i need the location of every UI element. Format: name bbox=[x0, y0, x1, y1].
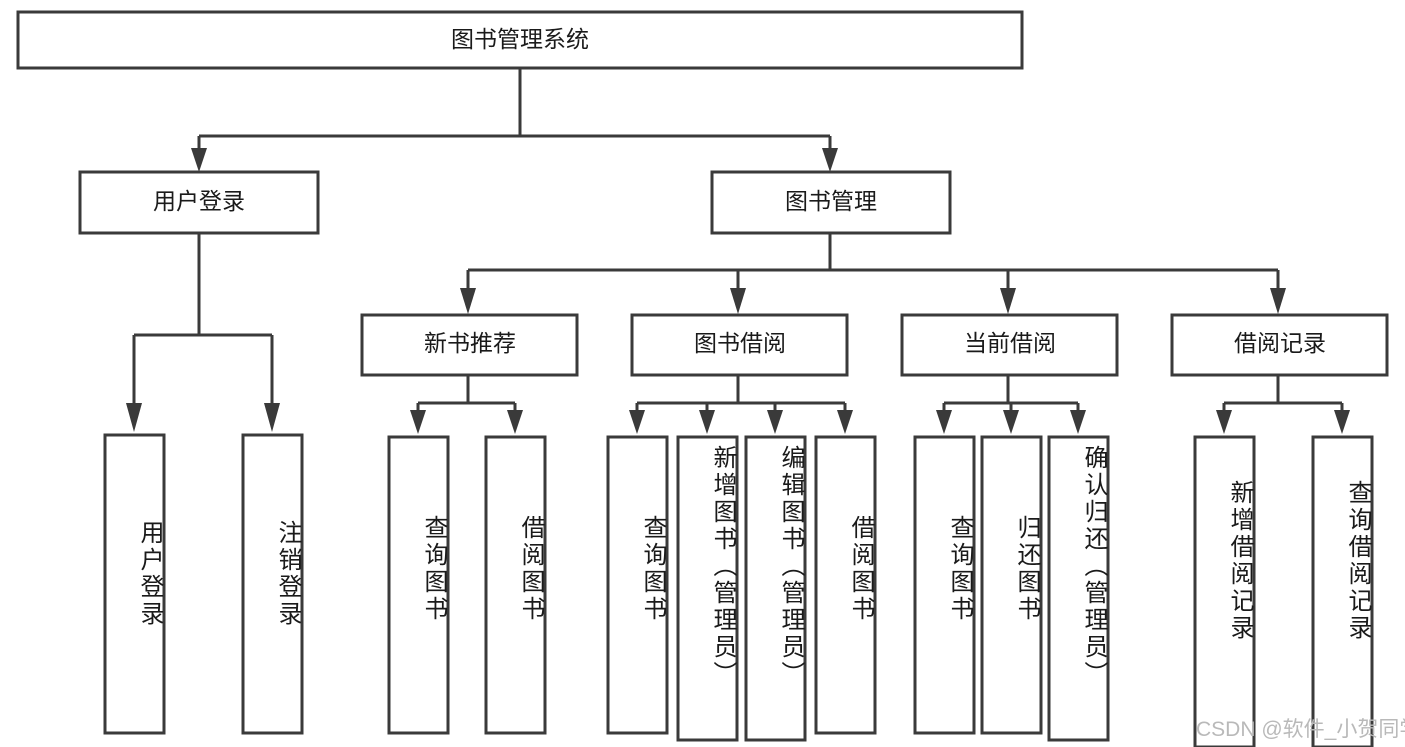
arrow-to-current-borrow bbox=[1000, 288, 1016, 314]
node-book-manage-box[interactable] bbox=[710, 170, 952, 235]
node-new-book-recommend-box[interactable] bbox=[360, 313, 579, 377]
node-borrow-record-label: 借阅记录 bbox=[1234, 330, 1326, 356]
leaf-box-nb-query-book[interactable] bbox=[387, 435, 450, 735]
arrow-leaf-nb-borrow bbox=[507, 410, 523, 434]
leaf-box-bb-query-book[interactable] bbox=[606, 435, 669, 735]
leaf-box-br-query-record[interactable] bbox=[1311, 435, 1374, 747]
node-borrow-record[interactable]: 借阅记录 bbox=[1170, 313, 1389, 377]
arrow-leaf-bb-borrow bbox=[837, 410, 853, 434]
arrow-leaf-logout bbox=[264, 403, 280, 432]
leaf-box-cb-confirm-return[interactable] bbox=[1047, 435, 1110, 742]
leaf-box-bb-edit-book[interactable] bbox=[744, 435, 807, 742]
arrow-leaf-nb-query bbox=[410, 410, 426, 434]
leaf-box-cb-return-book[interactable] bbox=[980, 435, 1043, 735]
csdn-watermark: CSDN @软件_小贺同学 bbox=[1196, 718, 1405, 741]
arrow-to-borrow-record bbox=[1270, 288, 1286, 314]
node-root-label: 图书管理系统 bbox=[451, 26, 589, 52]
arrow-to-book-manage bbox=[822, 148, 838, 172]
node-book-manage[interactable]: 图书管理 bbox=[710, 170, 952, 235]
arrow-leaf-br-add bbox=[1216, 410, 1232, 434]
arrow-leaf-cb-query bbox=[936, 410, 952, 434]
node-user-login-label: 用户登录 bbox=[153, 188, 245, 214]
node-book-borrow[interactable]: 图书借阅 bbox=[630, 313, 849, 377]
arrow-leaf-cb-return bbox=[1003, 410, 1019, 434]
leaf-box-br-add-record[interactable] bbox=[1193, 435, 1256, 747]
node-user-login[interactable]: 用户登录 bbox=[78, 170, 320, 235]
leaf-box-user-login[interactable] bbox=[103, 433, 166, 735]
arrow-leaf-br-query bbox=[1334, 410, 1350, 434]
leaf-box-nb-borrow-book[interactable] bbox=[484, 435, 547, 735]
node-root-box[interactable] bbox=[16, 10, 1024, 70]
leaf-box-logout[interactable] bbox=[241, 433, 304, 735]
node-root[interactable]: 图书管理系统 bbox=[16, 10, 1024, 70]
leaf-box-cb-query-book[interactable] bbox=[913, 435, 976, 735]
arrow-to-new-book bbox=[460, 288, 476, 314]
leaf-box-bb-add-book[interactable] bbox=[676, 435, 739, 742]
node-current-borrow-box[interactable] bbox=[900, 313, 1119, 377]
node-book-borrow-label: 图书借阅 bbox=[694, 330, 786, 356]
arrow-leaf-cb-confirm bbox=[1070, 410, 1086, 434]
connector-group bbox=[126, 68, 1350, 434]
arrow-to-book-borrow bbox=[730, 288, 746, 314]
node-user-login-box[interactable] bbox=[78, 170, 320, 235]
node-book-borrow-box[interactable] bbox=[630, 313, 849, 377]
node-current-borrow[interactable]: 当前借阅 bbox=[900, 313, 1119, 377]
leaf-box-bb-borrow-book[interactable] bbox=[814, 435, 877, 735]
node-new-book-recommend-label: 新书推荐 bbox=[424, 330, 516, 356]
arrow-leaf-user-login bbox=[126, 403, 142, 432]
arrow-leaf-bb-add bbox=[699, 410, 715, 434]
node-current-borrow-label: 当前借阅 bbox=[964, 330, 1056, 356]
arrow-to-user-login bbox=[191, 148, 207, 172]
node-borrow-record-box[interactable] bbox=[1170, 313, 1389, 377]
node-new-book-recommend[interactable]: 新书推荐 bbox=[360, 313, 579, 377]
node-book-manage-label: 图书管理 bbox=[785, 188, 877, 214]
arrow-leaf-bb-edit bbox=[767, 410, 783, 434]
arrow-leaf-bb-query bbox=[629, 410, 645, 434]
